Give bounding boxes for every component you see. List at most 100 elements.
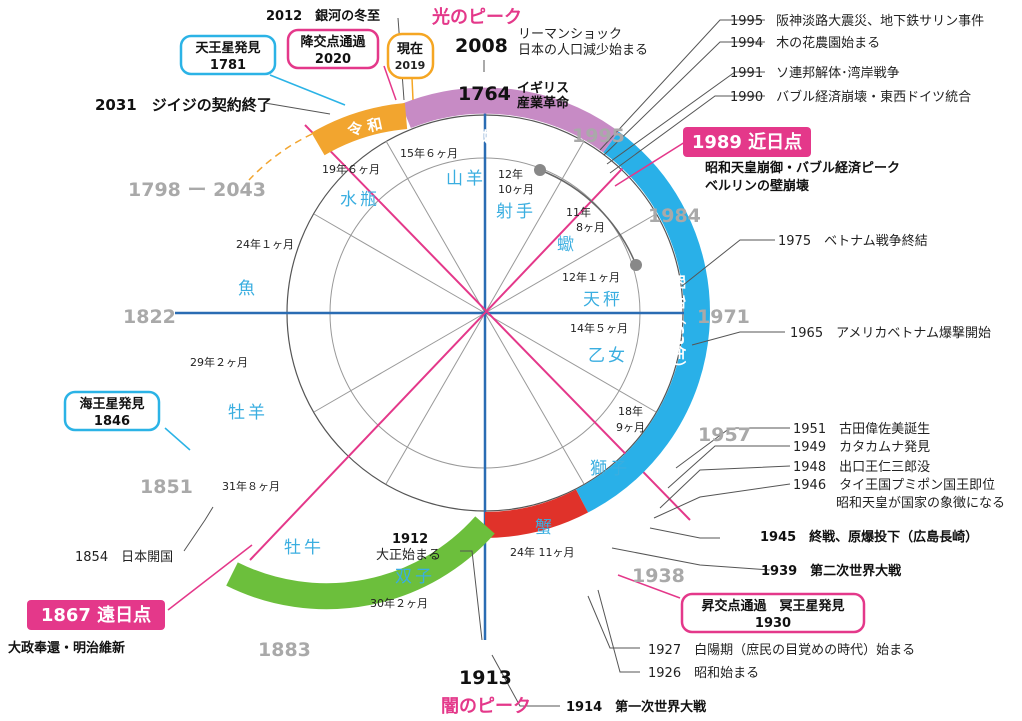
sign-kani: 蟹 xyxy=(535,518,555,538)
kaikoku-label: 1854 日本開国 xyxy=(75,550,173,565)
neptune-leader xyxy=(164,427,191,451)
zodiac-dividers xyxy=(313,140,657,485)
event-1975: 1975 ベトナム戦争終結 xyxy=(778,233,928,249)
event-1927: 1927 白陽期（庶民の目覚めの時代）始まる xyxy=(648,642,915,658)
uranus-year: 1781 xyxy=(210,58,246,73)
era-arc-heisei xyxy=(401,87,619,153)
year-1938: 1938 xyxy=(632,565,685,587)
leader-lines xyxy=(183,17,791,707)
gray-arc xyxy=(539,169,637,266)
sign-ohitsuji: 牡羊 xyxy=(228,403,268,423)
period-kani: 24年 11ヶ月 xyxy=(510,545,575,559)
en-box xyxy=(27,600,165,630)
period-otome: 14年５ヶ月 xyxy=(570,321,628,335)
now-box xyxy=(386,32,435,80)
meiji-ishin-label: 大政奉還・明治維新 xyxy=(8,640,125,656)
year-1798-2043: 1798 ー 2043 xyxy=(128,179,266,201)
asc-title: 昇交点通過 冥王星発見 xyxy=(701,598,844,614)
event-1948: 1948 出口王仁三郎没 xyxy=(793,460,930,475)
era-arc-meiji xyxy=(226,516,495,610)
uranus-title: 天王星発見 xyxy=(195,40,260,56)
period-sasori-1: 11年 xyxy=(566,205,591,219)
gray-dot-1 xyxy=(534,164,546,176)
period-shishi-1: 18年 xyxy=(618,404,643,418)
event-1945: 1945 終戦、原爆投下（広島長崎） xyxy=(760,529,978,545)
year-1913: 1913 xyxy=(459,667,512,689)
neptune-box xyxy=(63,390,161,432)
event-1951: 1951 古田偉佐美誕生 xyxy=(793,422,930,437)
period-uo: 24年１ヶ月 xyxy=(236,237,294,251)
en-leader xyxy=(167,544,253,611)
year-1883: 1883 xyxy=(258,639,311,661)
now-title: 現在 xyxy=(397,41,423,57)
sign-futago: 双子 xyxy=(395,567,435,587)
event-1990: 1990 バブル経済崩壊・東西ドイツ統合 xyxy=(730,89,971,105)
asc-leader xyxy=(617,574,681,599)
sign-sasori: 蠍 xyxy=(557,235,577,255)
taisho-start: 大正始まる xyxy=(376,548,441,563)
year-1957: 1957 xyxy=(698,424,751,446)
uk-label-1: イギリス xyxy=(517,80,569,96)
era-label-meiji: 明 治（45年） xyxy=(325,614,428,649)
taisho-year: 1912 xyxy=(392,532,428,547)
kin-label: 1989 近日点 xyxy=(692,131,802,153)
yami-label: 闇のピーク xyxy=(441,696,531,717)
period-shishi-2: 9ヶ月 xyxy=(616,421,645,434)
uk-label-2: 産業革命 xyxy=(517,95,570,111)
uranus-box xyxy=(179,34,277,76)
event-1991: 1991 ソ連邦解体･湾岸戦争 xyxy=(730,65,900,81)
era-label-showa: 昭 和（63年） xyxy=(669,274,687,375)
now-year: 2019 xyxy=(395,59,426,72)
lehman-label-1: リーマンショック xyxy=(518,27,622,42)
event-1914: 1914 第一次世界大戦 xyxy=(566,699,707,715)
hikari-label: 光のピーク xyxy=(431,6,522,28)
event-1965: 1965 アメリカベトナム爆撃開始 xyxy=(790,325,991,341)
lehman-label-2: 日本の人口減少始まる xyxy=(518,42,648,58)
sign-yagi: 山羊 xyxy=(446,169,486,189)
period-tenbin: 12年１ヶ月 xyxy=(562,270,620,284)
node-year: 2020 xyxy=(315,52,351,67)
era-label-heisei: 平 成（30年） xyxy=(454,124,557,156)
year-2008: 2008 xyxy=(455,35,508,57)
year-1995: 1995 xyxy=(572,125,625,147)
period-ite-1: 12年 xyxy=(498,167,523,181)
year-1764: 1764 xyxy=(458,83,511,105)
sign-shishi: 獅子 xyxy=(590,459,630,479)
event-1949: 1949 カタカムナ発見 xyxy=(793,440,930,455)
neptune-title: 海王星発見 xyxy=(79,396,144,412)
node-leader xyxy=(383,65,397,101)
year-1984: 1984 xyxy=(648,205,701,227)
kin-desc-2: ベルリンの壁崩壊 xyxy=(705,178,810,194)
sign-uo: 魚 xyxy=(238,279,258,299)
sign-otome: 乙女 xyxy=(588,346,628,366)
node-box xyxy=(286,28,380,70)
period-futago: 30年２ヶ月 xyxy=(370,596,428,610)
ginga-label: 2012 銀河の冬至 xyxy=(266,8,380,24)
kin-box xyxy=(683,127,811,157)
event-1946b: 昭和天皇が国家の象徴になる xyxy=(836,495,1005,511)
asc-year: 1930 xyxy=(755,616,791,631)
gizi-label: 2031 ジイジの契約終了 xyxy=(95,96,272,114)
uranus-leader xyxy=(269,74,346,106)
event-1994: 1994 木の花農園始まる xyxy=(730,35,880,51)
event-1995: 1995 阪神淡路大震災、地下鉄サリン事件 xyxy=(730,13,984,29)
kin-desc-1: 昭和天皇崩御・バブル経済ピーク xyxy=(705,160,900,176)
sign-oushi: 牡牛 xyxy=(284,538,324,558)
future-dashed-arc xyxy=(248,133,313,181)
gray-dot-2 xyxy=(630,259,642,271)
period-sasori-2: 8ヶ月 xyxy=(576,221,605,234)
period-mizugame: 19年６ヶ月 xyxy=(322,162,380,176)
era-arc-showa xyxy=(576,131,710,513)
en-label: 1867 遠日点 xyxy=(41,604,151,626)
asc-box xyxy=(680,592,866,634)
period-ohitsuji: 29年２ヶ月 xyxy=(190,355,248,369)
year-1822: 1822 xyxy=(123,306,176,328)
neptune-year: 1846 xyxy=(94,414,130,429)
event-1939: 1939 第二次世界大戦 xyxy=(761,563,902,579)
node-title: 降交点通過 xyxy=(300,34,366,50)
event-1946a: 1946 タイ王国プミポン国王即位 xyxy=(793,478,995,493)
event-1926: 1926 昭和始まる xyxy=(648,666,759,681)
year-1971: 1971 xyxy=(697,306,750,328)
year-1851: 1851 xyxy=(140,476,193,498)
